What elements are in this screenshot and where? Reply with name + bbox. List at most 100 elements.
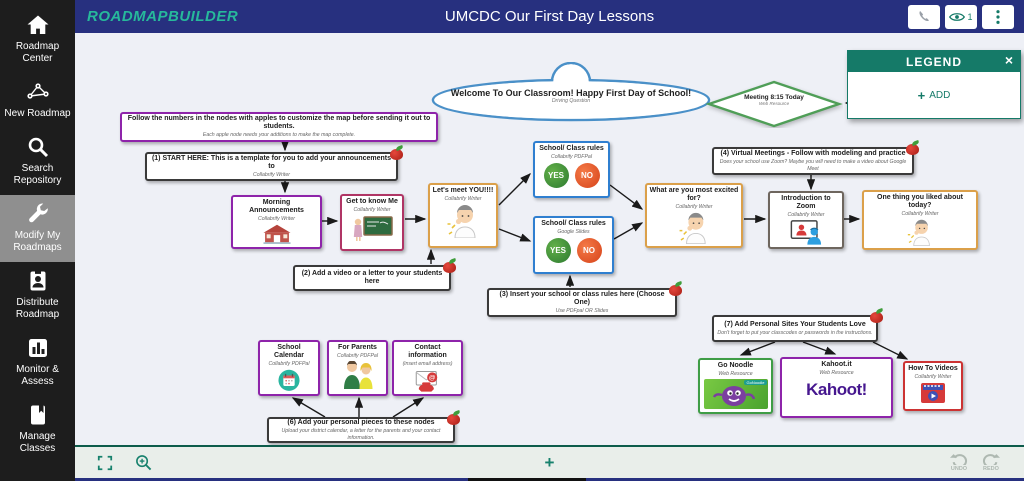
node-subtitle: Collabrify Writer — [353, 207, 391, 214]
node-introduction-to-zoom[interactable]: Introduction to Zoom Collabrify Writer — [768, 191, 844, 249]
home-icon — [27, 15, 48, 34]
node-subtitle: Google Slides — [557, 229, 590, 236]
node-liked-today[interactable]: One thing you liked about today? Collabr… — [862, 190, 978, 250]
node-school-calendar[interactable]: School Calendar Collabrify PDFPal — [258, 340, 320, 396]
node-add-video-letter[interactable]: (2) Add a video or a letter to your stud… — [293, 262, 456, 291]
node-contact-information[interactable]: Contact information (insert email addres… — [392, 340, 463, 396]
gonoodle-art: GoNoodle — [703, 379, 768, 410]
node-class-rules-slides[interactable]: School/ Class rules Google Slides YES NO — [533, 216, 614, 274]
node-subtitle: Upload your district calendar, a letter … — [281, 428, 441, 441]
thinking-person-icon — [447, 205, 476, 239]
node-title: (1) START HERE: This is a template for y… — [151, 154, 392, 170]
redo-button[interactable]: REDO — [982, 453, 1000, 472]
no-badge: NO — [574, 163, 600, 189]
node-title: Morning Announcements — [249, 199, 304, 215]
undo-label: UNDO — [950, 465, 968, 472]
node-title: (3) Insert your school or class rules he… — [499, 290, 665, 306]
node-morning-announcements[interactable]: Morning Announcements Collabrify Writer — [231, 195, 322, 249]
node-subtitle: Collabrify Writer — [787, 212, 825, 219]
zoom-in-icon — [136, 455, 152, 471]
node-class-rules-pdfpal[interactable]: School/ Class rules Collabrify PDFPal YE… — [533, 141, 610, 198]
node-most-excited[interactable]: What are you most excited for? Collabrif… — [645, 183, 743, 248]
node-for-parents[interactable]: For Parents Collabrify PDFPal — [327, 340, 388, 396]
connector-line — [498, 173, 531, 206]
sidebar-item-distribute-roadmap[interactable]: Distribute Roadmap — [0, 262, 75, 329]
video-play-icon — [921, 383, 945, 404]
node-subtitle: Does your school use Zoom? Maybe you wil… — [719, 159, 907, 172]
parents-icon — [343, 361, 372, 390]
apple-icon — [870, 310, 883, 323]
node-title: Go Noodle — [717, 362, 754, 369]
connector-line — [392, 397, 425, 418]
node-meeting-815[interactable]: Meeting 8:15 Today Web Resource — [705, 80, 843, 128]
node-subtitle: Collabrify Writer — [914, 374, 952, 381]
connector-line — [802, 341, 837, 355]
node-subtitle: Collabrify PDFPal — [268, 361, 310, 368]
zoom-in-button[interactable] — [135, 454, 152, 471]
apple-icon — [906, 142, 919, 155]
legend-add-label: ADD — [929, 89, 951, 101]
close-icon[interactable]: × — [1004, 52, 1014, 68]
node-title: Get to know Me — [346, 198, 398, 205]
viewer-count: 1 — [967, 11, 973, 22]
sidebar-item-roadmap-center[interactable]: Roadmap Center — [0, 6, 75, 73]
legend-panel: LEGEND × + ADD — [847, 50, 1021, 119]
svg-text:@: @ — [428, 375, 435, 382]
add-node-button[interactable]: + — [544, 452, 555, 472]
node-how-to-videos[interactable]: How To Videos Collabrify Writer — [903, 361, 963, 411]
sidebar-item-label: Roadmap Center — [15, 41, 60, 64]
more-menu-button[interactable] — [982, 4, 1014, 29]
node-start-here[interactable]: (1) START HERE: This is a template for y… — [145, 149, 403, 181]
apple-icon — [390, 147, 403, 160]
node-personal-pieces[interactable]: (6) Add your personal pieces to these no… — [267, 414, 460, 443]
thinking-person-icon — [907, 220, 930, 246]
fullscreen-button[interactable] — [97, 455, 113, 471]
node-virtual-meetings[interactable]: (4) Virtual Meetings - Follow with model… — [712, 144, 919, 175]
node-subtitle: Web Resource — [819, 370, 854, 377]
node-title: (6) Add your personal pieces to these no… — [287, 419, 435, 427]
node-get-to-know-me[interactable]: Get to know Me Collabrify Writer — [340, 194, 404, 251]
sidebar-item-modify-my-roadmaps[interactable]: Modify My Roadmaps — [0, 195, 75, 262]
node-personal-sites[interactable]: (7) Add Personal Sites Your Students Lov… — [712, 312, 883, 342]
email-phone-icon: @ — [415, 371, 437, 392]
thinking-person-icon — [679, 213, 706, 244]
node-go-noodle[interactable]: Go Noodle Web Resource GoNoodle — [698, 358, 773, 414]
sidebar-item-manage-classes[interactable]: Manage Classes — [0, 396, 75, 463]
node-insert-rules[interactable]: (3) Insert your school or class rules he… — [487, 285, 682, 317]
node-title: School Calendar — [274, 344, 304, 360]
node-title: (4) Virtual Meetings - Follow with model… — [720, 150, 906, 158]
sidebar-item-label: New Roadmap — [4, 108, 71, 119]
legend-add-button[interactable]: + ADD — [848, 72, 1020, 118]
connector-line — [872, 341, 909, 360]
node-title: Kahoot.it — [821, 361, 852, 368]
node-lets-meet-you[interactable]: Let's meet YOU!!!! Collabrify Writer — [428, 183, 498, 248]
sidebar-item-new-roadmap[interactable]: New Roadmap — [0, 73, 75, 128]
node-driving-question[interactable]: Welcome To Our Classroom! Happy First Da… — [430, 61, 712, 122]
viewers-button[interactable]: 1 — [945, 4, 977, 29]
node-title: Welcome To Our Classroom! Happy First Da… — [450, 88, 692, 98]
undo-button[interactable]: UNDO — [950, 453, 968, 472]
redo-label: REDO — [983, 465, 999, 472]
sidebar-item-monitor-assess[interactable]: Monitor & Assess — [0, 329, 75, 396]
node-title: One thing you liked about today? — [877, 194, 963, 210]
person-badge-icon — [30, 271, 45, 291]
roadmap-canvas[interactable]: Welcome To Our Classroom! Happy First Da… — [75, 33, 1024, 445]
sidebar-item-search-repository[interactable]: Search Repository — [0, 128, 75, 195]
node-kahoot[interactable]: Kahoot.it Web Resource Kahoot! — [780, 357, 893, 418]
sidebar-item-label: Search Repository — [13, 163, 62, 186]
node-title: Follow the numbers in the nodes with app… — [127, 115, 431, 131]
node-subtitle: Collabrify Writer — [253, 171, 290, 178]
sidebar-item-label: Modify My Roadmaps — [13, 230, 62, 253]
node-instructions[interactable]: Follow the numbers in the nodes with app… — [120, 112, 438, 142]
fullscreen-icon — [97, 455, 113, 470]
call-button[interactable] — [908, 4, 940, 29]
add-node-area: + — [75, 453, 1024, 473]
canvas-toolbar-divider — [75, 445, 1024, 447]
horizontal-scrollbar[interactable] — [75, 478, 1024, 481]
yes-badge: YES — [545, 238, 571, 264]
scrollbar-thumb[interactable] — [468, 478, 586, 481]
gonoodle-character-icon — [712, 386, 755, 407]
apple-icon — [447, 412, 460, 425]
sidebar-item-label: Distribute Roadmap — [15, 297, 60, 320]
